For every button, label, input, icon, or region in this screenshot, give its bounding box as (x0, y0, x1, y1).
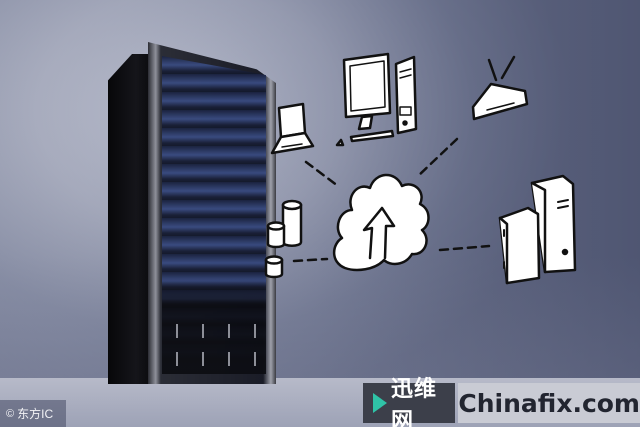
database-icon (264, 199, 303, 279)
storage-binders-icon (498, 174, 577, 285)
cloud-upload-icon (332, 173, 430, 272)
photo-credit-watermark: © 东方IC (0, 400, 66, 427)
chinafix-domain: Chinafix.com (458, 388, 640, 418)
wifi-router-icon (471, 55, 529, 121)
chinafix-logo-block: 迅维网 (363, 376, 456, 433)
photo-credit-text: 东方IC (17, 407, 54, 421)
chinafix-domain-block: Chinafix.com (458, 383, 640, 423)
desktop-computer-icon (335, 52, 418, 147)
chinafix-chinese-name: 迅维网 (391, 376, 438, 433)
laptop-icon (270, 102, 315, 155)
rack-glass-door (162, 56, 266, 374)
chevron-right-icon (373, 393, 387, 413)
copyright-symbol: © (6, 407, 15, 420)
server-rack (108, 42, 276, 387)
chinafix-watermark: 迅维网 Chinafix.com (363, 376, 640, 433)
rack-drive-bays (162, 302, 266, 374)
rack-side-panel (108, 54, 148, 384)
dashed-connectors (292, 137, 491, 263)
